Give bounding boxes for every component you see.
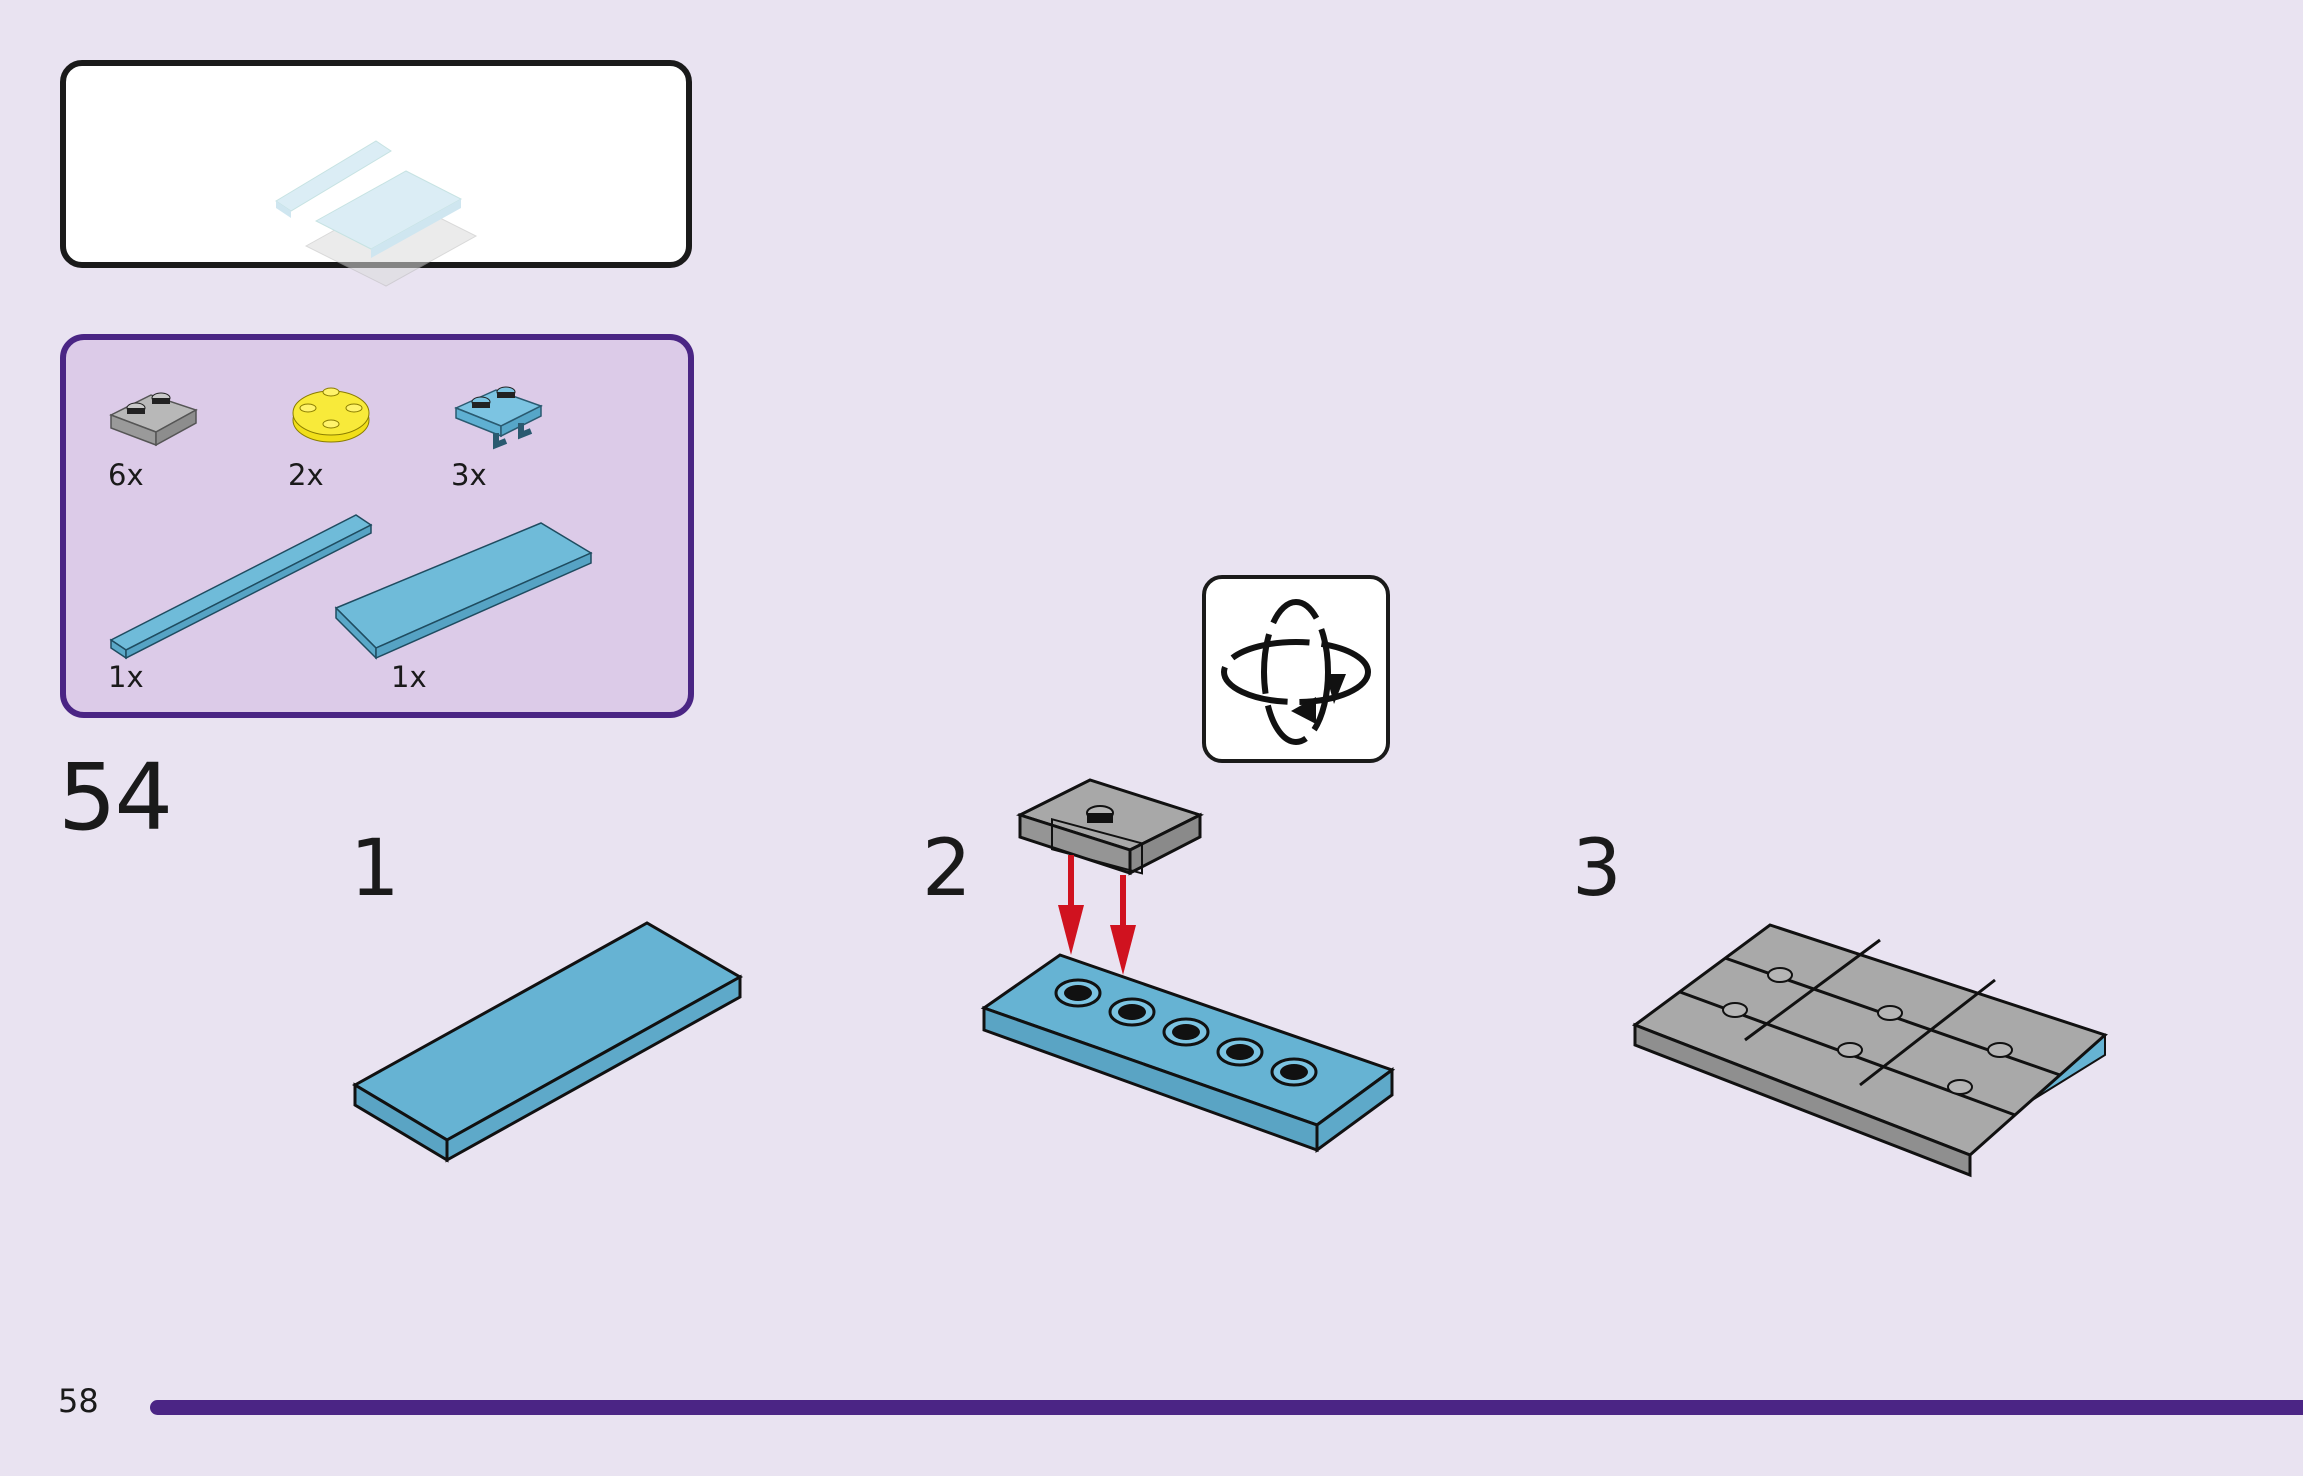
substep-label: 1 — [350, 824, 400, 914]
part-quantity: 3x — [451, 458, 487, 492]
part-blue-clip-plate — [454, 386, 543, 450]
parts-list-panel: 6x 2x 3x 1x 1x — [60, 334, 694, 718]
part-gray-handle-plate — [109, 392, 198, 447]
part-blue-tile-2x6 — [334, 522, 593, 660]
step-number: 54 — [58, 744, 173, 851]
substep-label: 3 — [1572, 824, 1622, 914]
blue-plate-1x5 — [980, 953, 1396, 1153]
submodel-preview-box — [60, 60, 692, 287]
rotate-model-icon — [1221, 599, 1371, 745]
placement-arrows — [1058, 855, 1136, 975]
gray-handle-plate — [1016, 778, 1204, 876]
substep-1-tile-image — [351, 921, 744, 1163]
part-quantity: 6x — [108, 458, 144, 492]
part-blue-tile-1x6 — [109, 514, 373, 660]
page-footer-bar — [150, 1400, 2303, 1415]
substep-3-assembly-image — [1631, 923, 2108, 1178]
substep-label: 2 — [922, 824, 972, 914]
preview-assembly-image — [275, 140, 478, 287]
part-yellow-round-plate — [292, 387, 370, 443]
part-quantity: 1x — [391, 660, 427, 694]
part-quantity: 2x — [288, 458, 324, 492]
page-number: 58 — [58, 1382, 99, 1420]
rotate-model-callout — [1202, 575, 1390, 763]
part-quantity: 1x — [108, 660, 144, 694]
substep-2-assembly-image — [980, 778, 1396, 1153]
